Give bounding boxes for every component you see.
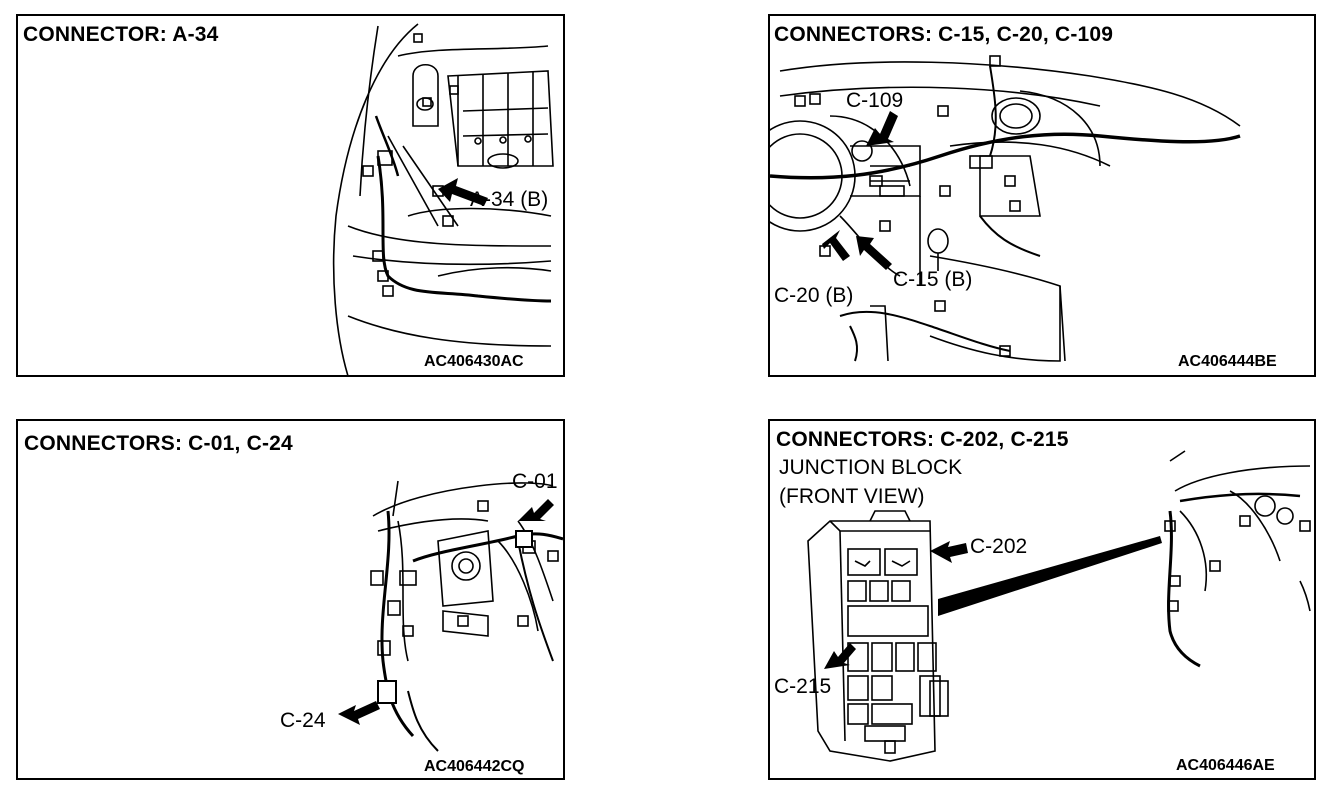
connector-label-c01: C-01: [512, 470, 558, 493]
figure-code: AC406430AC: [424, 353, 524, 370]
panel-c15-c20-c109: CONNECTORS: C-15, C-20, C-109 C-109 C-15…: [768, 14, 1316, 377]
instrument-panel-illustration: [770, 55, 1241, 362]
connector-label-c202: C-202: [970, 535, 1028, 558]
panel-c202-c215: CONNECTORS: C-202, C-215 JUNCTION BLOCK …: [768, 419, 1316, 780]
figure-code: AC406444BE: [1178, 353, 1277, 370]
connector-label-c215: C-215: [774, 675, 832, 698]
connector-label-c109: C-109: [846, 89, 904, 112]
connector-label-c20: C-20 (B): [774, 284, 854, 307]
panel-title: CONNECTORS: C-01, C-24: [24, 432, 293, 455]
connector-label-c24: C-24: [280, 709, 326, 732]
panel-title: CONNECTORS: C-202, C-215: [776, 428, 1069, 451]
panel-title: CONNECTOR: A-34: [23, 23, 219, 46]
figure-code: AC406446AE: [1176, 757, 1275, 774]
connector-label-c15: C-15 (B): [893, 268, 973, 291]
engine-bay-illustration: [332, 23, 554, 375]
panel-title: CONNECTORS: C-15, C-20, C-109: [774, 23, 1114, 46]
dash-harness-illustration: [338, 480, 563, 752]
connector-label-a34: A-34 (B): [470, 188, 549, 211]
panel-a34: CONNECTOR: A-34 A-34 (B) AC406430AC: [16, 14, 565, 377]
panel-subtitle-line-1: JUNCTION BLOCK: [779, 456, 963, 479]
panel-c01-c24: CONNECTORS: C-01, C-24 C-01 C-24 AC40644…: [16, 419, 565, 780]
panel-subtitle-line-2: (FRONT VIEW): [779, 485, 925, 508]
junction-block-illustration: [807, 450, 1311, 762]
figure-code: AC406442CQ: [424, 758, 525, 775]
